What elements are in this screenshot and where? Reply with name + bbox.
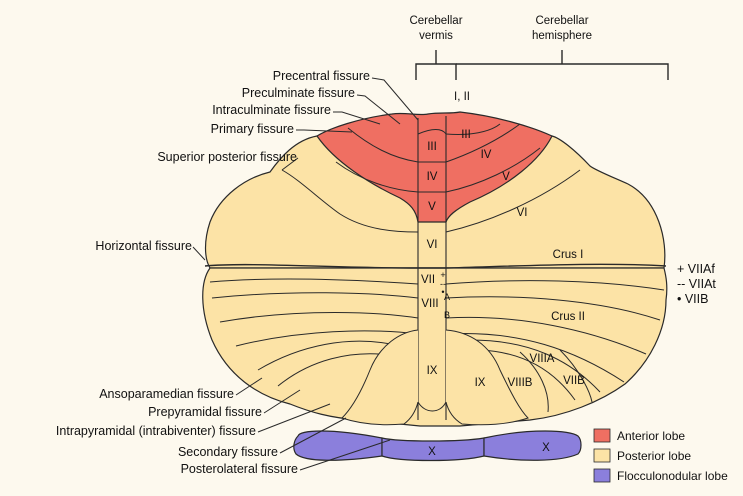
region-v-hemi: V [502,171,510,183]
region-ix-vermis: IX [427,365,438,377]
vermis-header-line2: vermis [419,30,453,42]
vermis-header-line1: Cerebellar [409,15,462,27]
leader-horizontal [193,247,205,260]
region-vi-vermis: VI [427,239,438,251]
legend-swatch-anterior [594,429,610,442]
region-iii-hemi: III [461,129,471,141]
side-key-viiat: -- VIIAt [677,277,716,291]
label-prepyramidal-fissure: Prepyramidal fissure [148,405,262,419]
label-primary-fissure: Primary fissure [211,122,294,136]
region-iv-vermis: IV [427,171,438,183]
region-i-ii: I, II [454,91,470,103]
side-key-viib: • VIIB [677,292,708,306]
hemisphere-header-line2: hemisphere [532,30,592,42]
region-a: A [444,292,450,302]
legend-label-posterior: Posterior lobe [617,449,691,463]
hemisphere-bracket [456,50,668,80]
legend: Anterior lobe Posterior lobe Flocculonod… [594,429,728,483]
hemisphere-header-line1: Cerebellar [535,15,588,27]
region-x-vermis: X [428,446,436,458]
region-vii: VII [421,274,435,286]
region-crus-i: Crus I [553,249,584,261]
region-ix-hemi: IX [475,377,486,389]
region-iv-hemi: IV [481,149,492,161]
label-precentral-fissure: Precentral fissure [273,69,370,83]
header-brackets [416,50,668,80]
label-superior-posterior-fissure: Superior posterior fissure [157,150,297,164]
side-key-viiaf: + VIIAf [677,262,715,276]
legend-label-flocculonodular: Flocculonodular lobe [617,469,728,483]
leader-intrapyramidal [258,404,330,432]
flocculus-left [294,431,382,460]
region-x-hemi: X [542,442,550,454]
vermis-bracket [416,50,456,80]
flocculonodular-lobe [294,431,581,461]
label-secondary-fissure: Secondary fissure [178,445,278,459]
label-intrapyramidal-fissure: Intrapyramidal (intrabiventer) fissure [56,424,256,438]
label-preculminate-fissure: Preculminate fissure [242,86,355,100]
flocculus-right [484,431,581,460]
legend-label-anterior: Anterior lobe [617,429,685,443]
label-intraculminate-fissure: Intraculminate fissure [212,103,331,117]
legend-swatch-posterior [594,449,610,462]
label-posterolateral-fissure: Posterolateral fissure [181,462,298,476]
label-ansoparamedian-fissure: Ansoparamedian fissure [99,387,234,401]
region-iii-vermis: III [427,141,437,153]
region-viiia: VIIIA [530,353,555,365]
posterior-lower-body [203,268,667,426]
label-horizontal-fissure: Horizontal fissure [95,239,192,253]
region-viib: VIIB [563,375,585,387]
region-vi-hemi: VI [517,207,528,219]
region-b: B [444,310,450,320]
region-v-vermis: V [428,201,436,213]
region-crus-ii: Crus II [551,311,585,323]
region-viiib: VIIIB [508,377,533,389]
legend-swatch-flocculonodular [594,469,610,482]
region-viii: VIII [421,298,438,310]
